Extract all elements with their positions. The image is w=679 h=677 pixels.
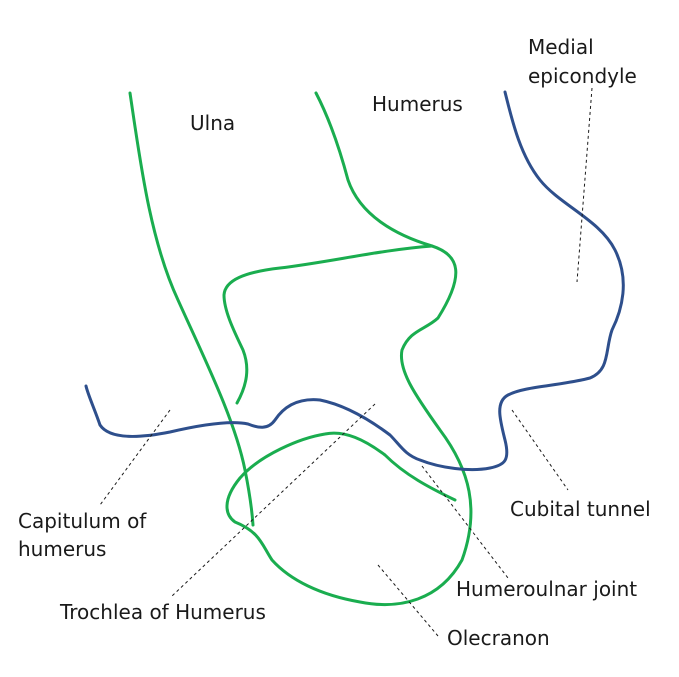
ulna-coronoid-outline xyxy=(222,244,434,405)
humerus-outline xyxy=(225,91,473,606)
label-humeroulnar-joint: Humeroulnar joint xyxy=(456,577,637,601)
leader-capitulum xyxy=(99,409,171,506)
label-humerus: Humerus xyxy=(372,92,463,116)
ulna-shaft-outline xyxy=(128,91,255,527)
leader-cubital-tunnel xyxy=(511,409,569,491)
leader-humeroulnar-joint xyxy=(421,465,509,579)
medial-epicondyle-outline xyxy=(84,90,625,472)
label-ulna: Ulna xyxy=(190,111,235,135)
label-capitulum-line2: humerus xyxy=(18,537,106,561)
label-medial-epicondyle-line1: Medial xyxy=(528,35,594,59)
leader-medial-epicondyle xyxy=(576,87,593,283)
label-olecranon: Olecranon xyxy=(447,626,550,650)
label-capitulum-line1: Capitulum of xyxy=(18,509,147,533)
label-medial-epicondyle-line2: epicondyle xyxy=(528,64,637,88)
leader-trochlea xyxy=(171,403,376,597)
label-cubital-tunnel: Cubital tunnel xyxy=(510,497,651,521)
label-trochlea: Trochlea of Humerus xyxy=(59,600,266,624)
